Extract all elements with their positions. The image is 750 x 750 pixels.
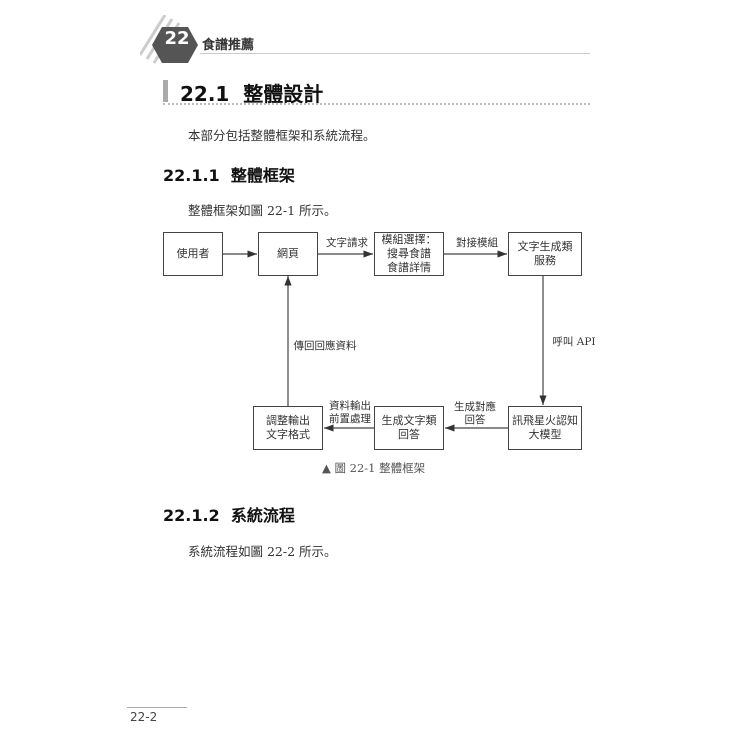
edge-label-return: 傳回回應資料 (293, 340, 357, 352)
footer-divider (127, 707, 187, 708)
header-divider (200, 53, 590, 54)
node-module: 模組選擇： 搜尋食譜 食譜詳情 (374, 232, 444, 276)
page-number: 22-2 (130, 710, 158, 724)
subsection-number: 22.1.2 (163, 506, 220, 525)
chapter-badge-icon (140, 15, 198, 64)
edge-label-call-api: 呼叫 API (552, 336, 596, 348)
subsection-number: 22.1.1 (163, 166, 220, 185)
node-web: 網頁 (258, 232, 318, 276)
section-number: 22.1 (180, 82, 230, 106)
edge-label-gen-answer: 生成對應 回答 (454, 401, 496, 426)
node-format: 調整輸出 文字格式 (253, 406, 323, 450)
node-service: 文字生成類 服務 (508, 232, 582, 276)
section-marker (163, 80, 168, 102)
subsection-title: 系統流程 (230, 506, 295, 525)
chapter-title: 食譜推薦 (202, 38, 255, 53)
subsection-text-2: 系統流程如圖 22-2 所示。 (188, 544, 337, 559)
section-intro: 本部分包括整體框架和系統流程。 (188, 128, 376, 143)
section-title: 整體設計 (243, 82, 324, 106)
figure-caption: ▲ 圖 22-1 整體框架 (322, 461, 426, 475)
node-user: 使用者 (163, 232, 223, 276)
subsection-heading-2: 22.1.2 系統流程 (163, 502, 295, 526)
subsection-heading-1: 22.1.1 整體框架 (163, 162, 295, 186)
section-heading: 22.1 整體設計 (180, 78, 323, 107)
subsection-title: 整體框架 (230, 166, 295, 185)
subsection-text-1: 整體框架如圖 22-1 所示。 (188, 203, 337, 218)
node-llm: 訊飛星火認知 大模型 (508, 406, 582, 450)
node-gen: 生成文字類 回答 (374, 406, 444, 450)
edge-label-connect: 對接模組 (456, 237, 498, 249)
edge-label-preprocess: 資料輸出 前置處理 (329, 400, 371, 425)
section-divider (163, 103, 590, 105)
edge-label-text-request: 文字請求 (326, 237, 368, 249)
chapter-number: 22 (164, 28, 190, 49)
